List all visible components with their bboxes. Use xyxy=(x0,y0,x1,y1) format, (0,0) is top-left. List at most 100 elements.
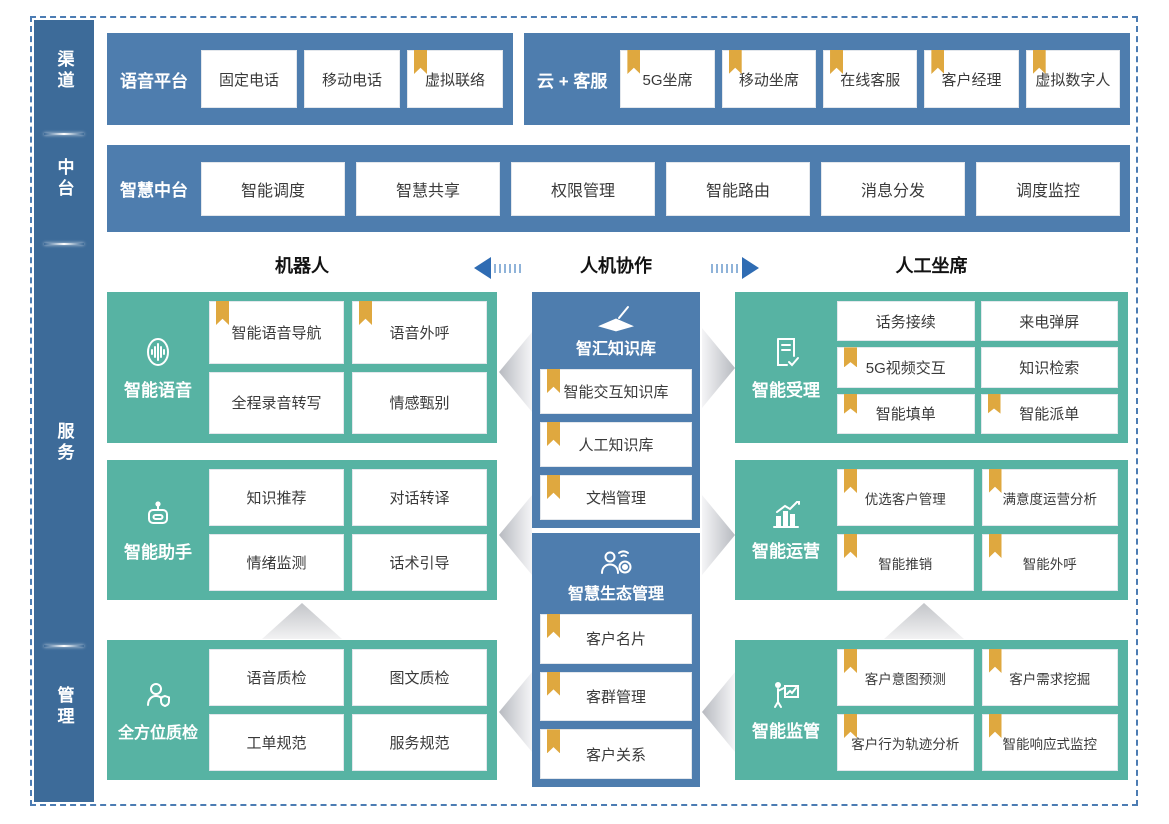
smart-assistant-block: 智能助手 知识推荐 对话转译 情绪监测 话术引导 xyxy=(107,460,497,600)
channel-item: 移动坐席 xyxy=(721,50,817,108)
smart-acceptance-block: 智能受理 话务接续 来电弹屏 5G视频交互 知识检索 智能填单 智能派单 xyxy=(735,292,1128,443)
smart-assistant-title: 智能助手 xyxy=(124,543,192,562)
document-check-icon xyxy=(770,335,802,369)
bookmark-ribbon-icon xyxy=(844,649,857,673)
bookmark-ribbon-icon xyxy=(547,614,560,638)
knowledge-item: 智能交互知识库 xyxy=(540,369,692,414)
capability-item: 客户意图预测 xyxy=(837,649,974,706)
bookmark-ribbon-icon xyxy=(844,347,857,368)
quality-inspection-title: 全方位质检 xyxy=(117,724,198,742)
capability-item: 智能外呼 xyxy=(981,534,1118,591)
channel-item: 客户经理 xyxy=(924,50,1019,108)
bookmark-ribbon-icon xyxy=(216,301,229,325)
ecosystem-mgmt-title: 智慧生态管理 xyxy=(567,586,664,603)
channel-item: 虚拟联络 xyxy=(407,50,503,108)
bookmark-ribbon-icon xyxy=(547,369,560,393)
capability-item: 优选客户管理 xyxy=(837,469,974,526)
capability-item: 话术引导 xyxy=(352,534,487,591)
midplatform-item: 智慧共享 xyxy=(356,161,500,216)
capability-item: 全程录音转写 xyxy=(209,371,344,434)
capability-item: 客户行为轨迹分析 xyxy=(837,714,974,771)
layer-label-channel: 渠道 xyxy=(54,50,74,92)
bookmark-ribbon-icon xyxy=(414,50,427,74)
ecosystem-item: 客户关系 xyxy=(540,729,692,780)
smart-operation-title: 智能运营 xyxy=(752,542,820,561)
ecosystem-item: 客群管理 xyxy=(540,671,692,722)
knowledge-base-block: 智汇知识库 智能交互知识库 人工知识库 文档管理 xyxy=(532,292,700,528)
channel-item: 5G坐席 xyxy=(620,50,715,108)
presenter-board-icon xyxy=(769,678,803,710)
voice-wave-icon xyxy=(141,335,175,369)
bookmark-ribbon-icon xyxy=(988,534,1002,558)
layer-label-midplatform: 中台 xyxy=(54,158,74,200)
channel-item: 在线客服 xyxy=(823,50,918,108)
layer-separator xyxy=(44,133,84,135)
channel-item: 移动电话 xyxy=(304,50,400,108)
layer-label-service: 服务 xyxy=(54,422,74,464)
capability-item: 情绪监测 xyxy=(209,534,344,591)
cloud-service-bar: 云 + 客服 5G坐席 移动坐席 在线客服 客户经理 虚拟数字人 xyxy=(524,33,1130,125)
robot-icon xyxy=(141,497,175,531)
bookmark-ribbon-icon xyxy=(547,475,560,499)
bookmark-ribbon-icon xyxy=(988,714,1002,738)
smart-voice-block: 智能语音 智能语音导航 语音外呼 全程录音转写 情感甄别 xyxy=(107,292,497,443)
bookmark-ribbon-icon xyxy=(627,50,641,74)
smart-voice-title: 智能语音 xyxy=(124,380,192,400)
diagram-frame xyxy=(30,16,1138,806)
human-agent-section-title: 人工坐席 xyxy=(895,256,968,276)
bookmark-ribbon-icon xyxy=(547,422,560,446)
bookmark-ribbon-icon xyxy=(844,393,857,414)
capability-item: 工单规范 xyxy=(209,714,344,771)
chart-up-icon xyxy=(769,498,803,530)
right-collab-arrow-icon xyxy=(708,257,759,279)
left-collab-arrow-icon xyxy=(474,257,525,279)
person-badge-icon xyxy=(141,678,175,712)
smart-supervision-title: 智能监管 xyxy=(752,722,820,741)
bookmark-ribbon-icon xyxy=(359,301,372,325)
capability-item: 智能推销 xyxy=(837,534,974,591)
layer-label-management: 管理 xyxy=(54,686,74,728)
robot-section-title: 机器人 xyxy=(275,256,329,276)
midplatform-item: 智能路由 xyxy=(666,161,810,216)
capability-item: 对话转译 xyxy=(352,469,487,526)
capability-item: 知识检索 xyxy=(980,347,1118,388)
ecosystem-mgmt-block: 智慧生态管理 客户名片 客群管理 客户关系 xyxy=(532,533,700,787)
bookmark-ribbon-icon xyxy=(830,50,844,74)
knowledge-item: 文档管理 xyxy=(540,475,692,520)
cloud-service-title: 云 + 客服 xyxy=(537,71,608,91)
bookmark-ribbon-icon xyxy=(988,649,1002,673)
bookmark-ribbon-icon xyxy=(844,534,857,558)
ecosystem-item: 客户名片 xyxy=(540,614,692,664)
midplatform-title: 智慧中台 xyxy=(120,181,188,200)
layer-sidebar: 渠道 中台 服务 管理 xyxy=(34,20,94,802)
bookmark-ribbon-icon xyxy=(987,393,1001,414)
midplatform-item: 权限管理 xyxy=(511,161,655,216)
voice-platform-bar: 语音平台 固定电话 移动电话 虚拟联络 xyxy=(107,33,513,125)
bookmark-ribbon-icon xyxy=(728,50,742,74)
capability-item: 知识推荐 xyxy=(209,469,344,526)
midplatform-item: 消息分发 xyxy=(821,161,965,216)
smart-supervision-block: 智能监管 客户意图预测 客户需求挖掘 客户行为轨迹分析 智能响应式监控 xyxy=(735,640,1128,780)
capability-item: 语音外呼 xyxy=(352,301,487,364)
capability-item: 客户需求挖掘 xyxy=(981,649,1118,706)
midplatform-item: 智能调度 xyxy=(201,161,345,216)
layer-separator xyxy=(44,645,84,647)
capability-item: 语音质检 xyxy=(209,649,344,706)
capability-item: 情感甄别 xyxy=(352,371,487,434)
capability-item: 智能响应式监控 xyxy=(981,714,1118,771)
knowledge-base-title: 智汇知识库 xyxy=(575,341,656,358)
bookmark-ribbon-icon xyxy=(547,671,560,696)
collaboration-title: 人机协作 xyxy=(580,256,652,276)
bookmark-ribbon-icon xyxy=(1032,50,1046,74)
smart-operation-block: 智能运营 优选客户管理 满意度运营分析 智能推销 智能外呼 xyxy=(735,460,1128,600)
bookmark-ribbon-icon xyxy=(844,714,857,738)
capability-item: 5G视频交互 xyxy=(837,347,975,388)
capability-item: 话务接续 xyxy=(837,301,975,342)
layer-separator xyxy=(44,243,84,245)
knowledge-item: 人工知识库 xyxy=(540,422,692,467)
capability-item: 智能派单 xyxy=(980,393,1118,434)
channel-item: 虚拟数字人 xyxy=(1025,50,1121,108)
capability-item: 智能填单 xyxy=(837,393,975,434)
capability-item: 图文质检 xyxy=(352,649,487,706)
bookmark-ribbon-icon xyxy=(931,50,945,74)
